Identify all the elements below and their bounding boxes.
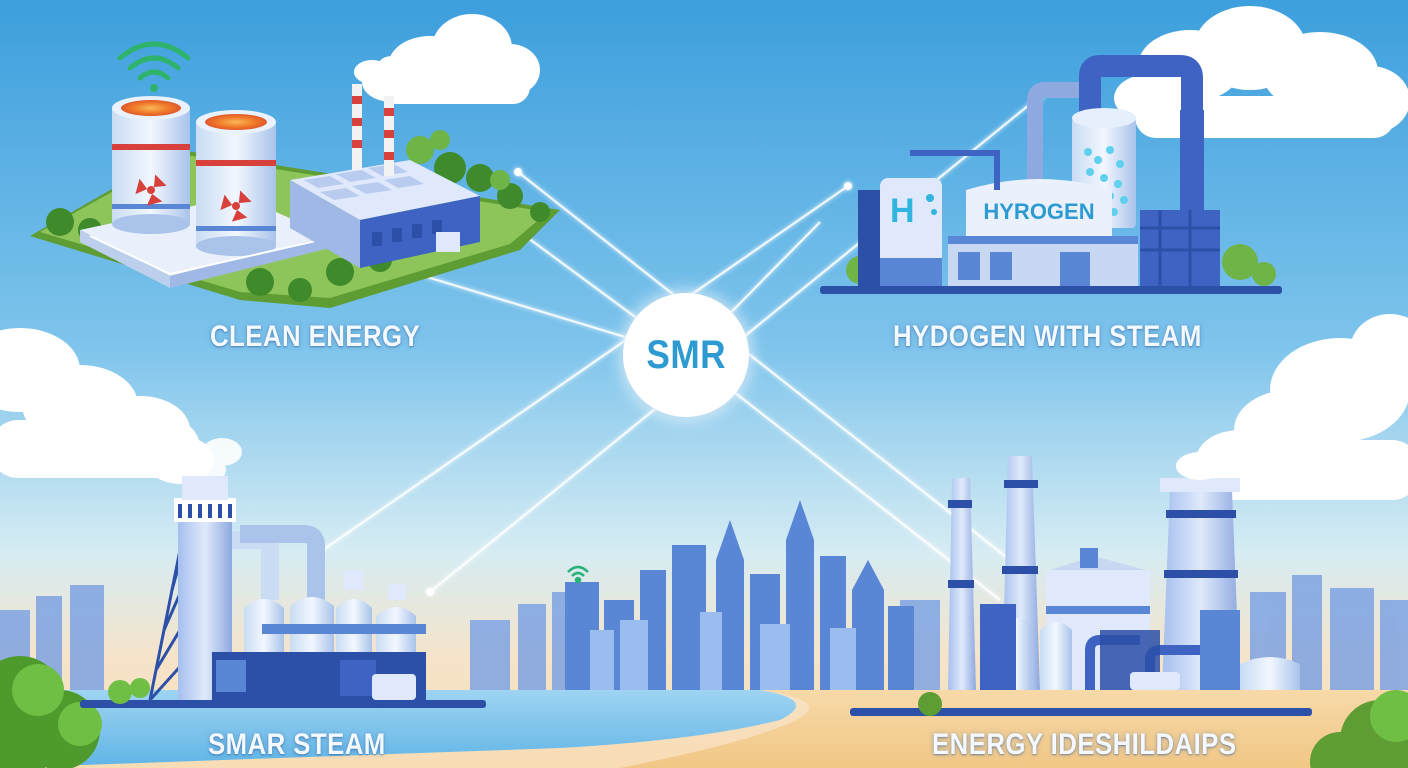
water — [0, 690, 796, 768]
wifi-icon — [567, 565, 589, 584]
hydrogen-caption: HYDOGEN WITH STEAM — [893, 320, 1202, 353]
skyline-far — [0, 575, 1408, 690]
steam-plant — [0, 476, 486, 768]
ideas-caption: ENERGY IDESHILDAIPS — [932, 728, 1237, 761]
clean-energy-caption: CLEAN ENERGY — [210, 320, 421, 353]
cloud-right — [1196, 314, 1408, 500]
clean-energy-plant — [30, 41, 560, 308]
skyline-city — [565, 500, 914, 690]
cloud-top-center — [362, 14, 540, 104]
radiation-icon — [220, 190, 252, 222]
smr-label: SMR — [646, 332, 726, 377]
skyline-near — [590, 612, 856, 690]
steam-caption: SMAR STEAM — [208, 728, 386, 761]
hydrogen-icon: H — [890, 192, 915, 230]
smr-hub: SMR — [623, 293, 749, 417]
hydrogen-plant: H — [820, 55, 1282, 294]
clouds — [0, 6, 1408, 500]
hydrogen-sign: HYROGEN — [983, 199, 1094, 224]
cloud-left — [0, 328, 214, 484]
wifi-icon — [117, 41, 191, 92]
radiation-icon — [135, 174, 167, 206]
industrial-complex — [850, 444, 1408, 768]
